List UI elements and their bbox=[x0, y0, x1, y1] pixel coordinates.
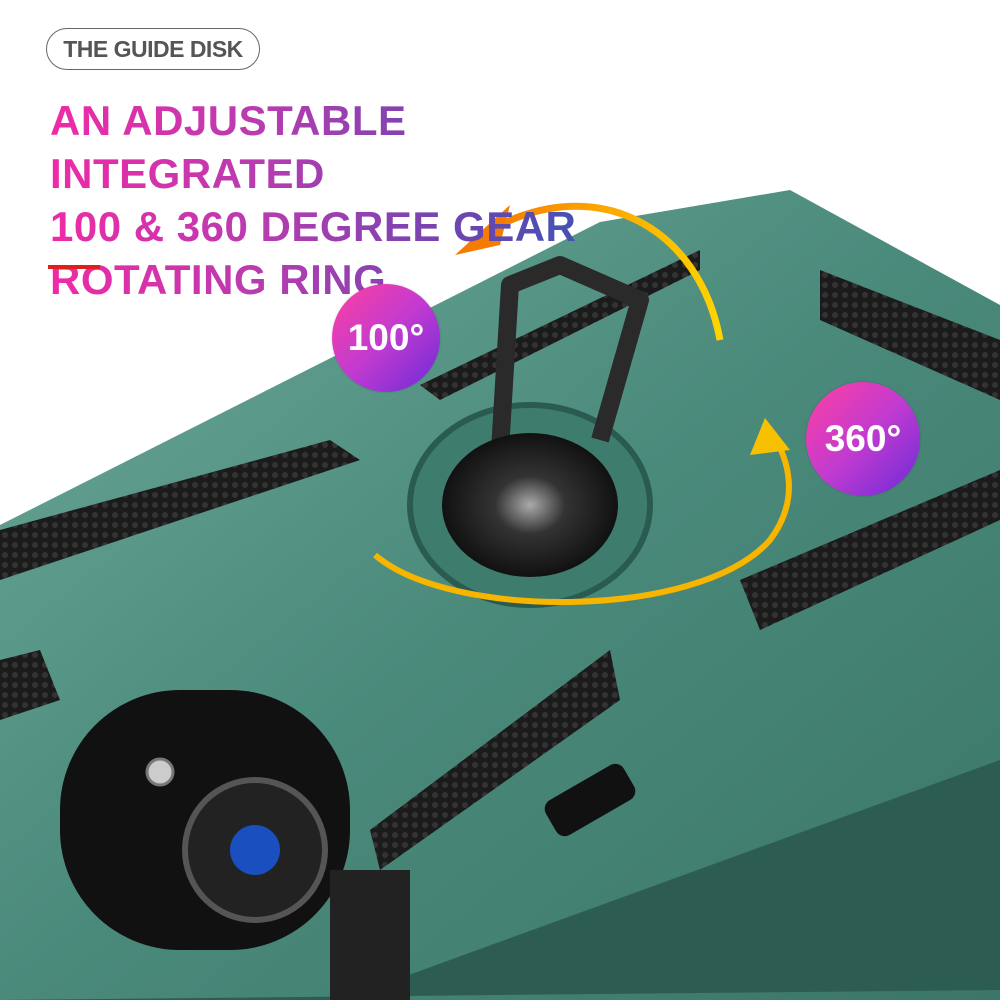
case-rim bbox=[0, 760, 1000, 1000]
headline-line: 100 & 360 DEGREE GEAR bbox=[50, 200, 650, 253]
grip-panel bbox=[370, 650, 620, 870]
grip-panel bbox=[0, 650, 60, 720]
lens-glass bbox=[230, 825, 280, 875]
rotate-arrow-icon bbox=[488, 202, 724, 341]
arrow-head-icon bbox=[455, 205, 510, 255]
guide-disk-tag: THE GUIDE DISK bbox=[46, 28, 260, 70]
rotate-arrow-icon bbox=[373, 428, 792, 605]
arrow-head-icon bbox=[750, 418, 790, 455]
bottom-bumper bbox=[330, 870, 410, 1000]
grip-panel bbox=[0, 440, 360, 580]
ring-stand bbox=[491, 256, 649, 451]
headline-line: ROTATING RING bbox=[50, 253, 650, 306]
grip-panel bbox=[740, 470, 1000, 630]
accent-divider bbox=[48, 265, 100, 269]
grip-panel bbox=[820, 270, 1000, 400]
side-button bbox=[544, 763, 636, 837]
badge-360-degree: 360° bbox=[806, 382, 920, 496]
headline-line: AN ADJUSTABLE INTEGRATED bbox=[50, 94, 650, 200]
flash-icon bbox=[145, 757, 175, 787]
guide-disk bbox=[442, 433, 618, 577]
headline: AN ADJUSTABLE INTEGRATED 100 & 360 DEGRE… bbox=[50, 94, 650, 306]
badge-100-degree: 100° bbox=[332, 284, 440, 392]
